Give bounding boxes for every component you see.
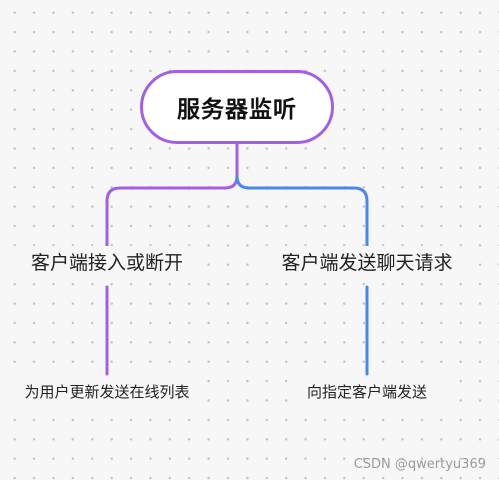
connector-root-to-right-branch bbox=[235, 174, 369, 248]
branch-node-client-chat-request[interactable]: 客户端发送聊天请求 bbox=[264, 246, 470, 276]
root-node-server-listen[interactable]: 服务器监听 bbox=[140, 70, 334, 144]
connector-root-to-left-branch bbox=[105, 141, 239, 248]
leaf-node-send-to-client[interactable]: 向指定客户端发送 bbox=[290, 380, 444, 402]
watermark: CSDN @qwertyu369 bbox=[353, 457, 486, 472]
branch-node-client-connect[interactable]: 客户端接入或断开 bbox=[12, 246, 202, 276]
leaf-node-update-online-list[interactable]: 为用户更新发送在线列表 bbox=[8, 380, 206, 402]
